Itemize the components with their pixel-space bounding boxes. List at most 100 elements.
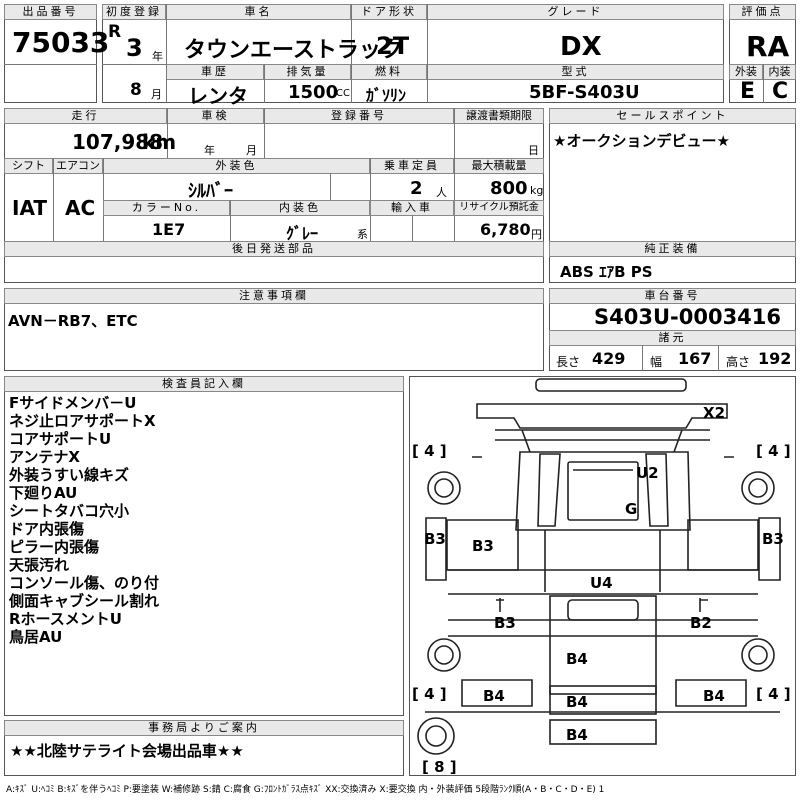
tire-front-left: [ 4 ] [412,442,447,460]
grade-header: グレード [427,4,724,20]
car-name: タウンエーストラック [184,38,403,63]
displacement-header: 排気量 [264,64,351,80]
mark-b3-left-inner: B3 [472,537,494,555]
mark-x2: X2 [703,404,726,422]
int-header: 内装 [763,64,796,80]
mileage-value: 107,988 [72,130,164,154]
chassis-header: 車台番号 [549,288,796,304]
door-value: 2T [376,32,410,60]
recycle-value: 6,780 [480,220,531,239]
score-header: 評価点 [729,4,796,20]
office-text: ★★北陸サテライト会場出品車★★ [10,742,244,760]
int-color-header: 内装色 [230,200,370,216]
lot-header: 出品番号 [4,4,97,20]
color-no-header: カラーNo. [103,200,230,216]
notice-text: AVN－RB7、ETC [8,312,138,330]
capacity-value: 2 [410,178,423,199]
model-header: 型式 [427,64,724,80]
transfer-header: 譲渡書類期限 [454,108,544,124]
ext-score: E [740,79,756,104]
mark-b3-right: B3 [762,530,784,548]
car-name-header: 車名 [166,4,351,20]
month-value: 8 [130,80,142,100]
mileage-header: 走行 [4,108,167,124]
tire-front-right: [ 4 ] [756,442,791,460]
sales-point-text: ★オークションデビュー★ [553,132,730,150]
int-color-value: ｸﾞﾚｰ [286,224,319,243]
load-header: 最大積載量 [454,158,544,174]
notice-header: 注意事項欄 [4,288,544,304]
era-value: R [108,22,122,42]
mark-u4: U4 [590,574,613,592]
transfer-day: 日 [528,144,539,157]
recycle-header: リサイクル預託金 [454,200,544,216]
inspector-line: 外装うすい線キズ [9,466,130,484]
load-value: 800 [490,178,528,199]
mark-b2: B2 [690,614,712,632]
ext-header: 外装 [729,64,763,80]
inspection-header: 車検 [167,108,264,124]
inspector-line: コンソール傷、のり付 [9,574,160,592]
inspector-line: ネジ止ロアサポートX [9,412,156,430]
mileage-unit: km [142,130,177,154]
color-header: 外装色 [103,158,370,174]
inspector-line: 下廻りAU [9,484,78,502]
top-section: 出品番号 初度登録 車名 ドア形状 グレード 評価点 車歴 排気量 燃料 型式 … [4,4,796,108]
inspector-line: ピラー内張傷 [9,538,100,556]
shift-header: シフト [4,158,53,174]
width-value: 167 [678,349,712,368]
mark-b4-bottom: B4 [566,726,588,744]
inspection-year: 年 [204,144,215,157]
inspector-line: シートタバコ穴小 [9,502,130,520]
height-value: 192 [758,349,792,368]
capacity-unit: 人 [436,186,447,199]
model-value: 5BF-S403U [529,82,640,103]
tire-rear-left: [ 4 ] [412,685,447,703]
length-value: 429 [592,349,626,368]
inspector-header: 検査員記入欄 [4,376,404,392]
year-unit: 年 [152,50,163,63]
width-label: 幅 [650,355,663,369]
ac-header: エアコン [53,158,103,174]
inspector-notes: Fサイドメンバ－U ネジ止ロアサポートX コアサポートU アンテナX 外装うすい… [9,394,399,646]
displacement-value: 1500 [288,82,339,103]
vehicle-diagram-box [409,376,796,776]
first-reg-header: 初度登録 [102,4,166,20]
mark-b4-center: B4 [566,650,588,668]
grade-value: DX [560,32,602,62]
score-value: RA [746,30,790,63]
lot-number: 75033 [12,26,110,59]
dims-header: 諸元 [549,330,796,346]
import-header: 輸入車 [370,200,454,216]
mark-g: G [625,500,638,518]
capacity-header: 乗車定員 [370,158,454,174]
fuel-value: ｶﾞｿﾘﾝ [366,86,407,105]
inspector-line: ドア内張傷 [9,520,85,538]
mark-b3-lower: B3 [494,614,516,632]
parts-header: 後日発送部品 [4,241,544,257]
office-header: 事務局よりご案内 [4,720,404,736]
mark-b4-mid: B4 [566,693,588,711]
length-label: 長さ [556,355,581,369]
int-color-suffix: 系 [357,228,368,241]
shift-value: IAT [12,196,48,220]
color-value: ｼﾙﾊﾞｰ [188,181,233,202]
spare-tire: [ 8 ] [422,758,457,776]
inspector-line: Fサイドメンバ－U [9,394,137,412]
fuel-header: 燃料 [351,64,427,80]
truck-diagram [417,378,781,755]
legend-text: A:ｷｽﾞ U:ﾍｺﾐ B:ｷｽﾞを伴うﾍｺﾐ P:要塗装 W:補修跡 S:錆 … [6,785,605,795]
inspector-line: 側面キャブシール割れ [9,592,160,610]
int-score: C [772,79,789,104]
displacement-unit: CC [336,88,350,99]
year-value: 3 [126,34,143,62]
history-header: 車歴 [166,64,264,80]
recycle-unit: 円 [531,228,542,241]
inspector-line: アンテナX [9,448,80,466]
inspector-line: コアサポートU [9,430,112,448]
equipment-header: 純正装備 [549,241,796,257]
tire-rear-right: [ 4 ] [756,685,791,703]
equipment-value: ABS ｴｱB PS [560,263,653,281]
inspector-line: 天張汚れ [9,556,70,574]
mark-b4-right: B4 [703,687,725,705]
